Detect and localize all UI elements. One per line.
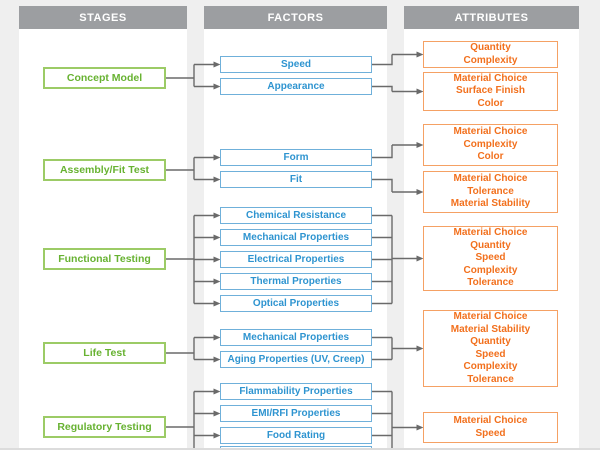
stage-functional-testing: Functional Testing xyxy=(43,248,166,270)
factor-thermal-properties: Thermal Properties xyxy=(220,273,372,290)
bottom-edge-strip xyxy=(0,448,600,450)
attributes-life-test-group: Material Choice Material Stability Quant… xyxy=(423,310,558,387)
factor-optical-properties: Optical Properties xyxy=(220,295,372,312)
factor-flammability-properties: Flammability Properties xyxy=(220,383,372,400)
factor-electrical-properties: Electrical Properties xyxy=(220,251,372,268)
factor-appearance: Appearance xyxy=(220,78,372,95)
stage-regulatory-testing: Regulatory Testing xyxy=(43,416,166,438)
factor-chemical-resistance: Chemical Resistance xyxy=(220,207,372,224)
attributes-fit-group: Material Choice Tolerance Material Stabi… xyxy=(423,171,558,213)
factor-food-rating: Food Rating xyxy=(220,427,372,444)
attributes-header: ATTRIBUTES xyxy=(404,6,579,29)
stage-concept-model: Concept Model xyxy=(43,67,166,89)
factor-form: Form xyxy=(220,149,372,166)
attributes-form-group: Material Choice Complexity Color xyxy=(423,124,558,166)
attributes-speed-group: Quantity Complexity xyxy=(423,41,558,68)
factor-fit: Fit xyxy=(220,171,372,188)
factor-aging-properties: Aging Properties (UV, Creep) xyxy=(220,351,372,368)
attributes-regulatory-group: Material Choice Speed xyxy=(423,412,558,443)
attributes-functional-group: Material Choice Quantity Speed Complexit… xyxy=(423,226,558,291)
factor-speed: Speed xyxy=(220,56,372,73)
stages-header: STAGES xyxy=(19,6,187,29)
factors-header: FACTORS xyxy=(204,6,387,29)
stage-assembly-fit-test: Assembly/Fit Test xyxy=(43,159,166,181)
factor-mechanical-properties: Mechanical Properties xyxy=(220,229,372,246)
attributes-appearance-group: Material Choice Surface Finish Color xyxy=(423,72,558,111)
stage-life-test: Life Test xyxy=(43,342,166,364)
factor-emi-rfi-properties: EMI/RFI Properties xyxy=(220,405,372,422)
factor-mechanical-properties-life: Mechanical Properties xyxy=(220,329,372,346)
